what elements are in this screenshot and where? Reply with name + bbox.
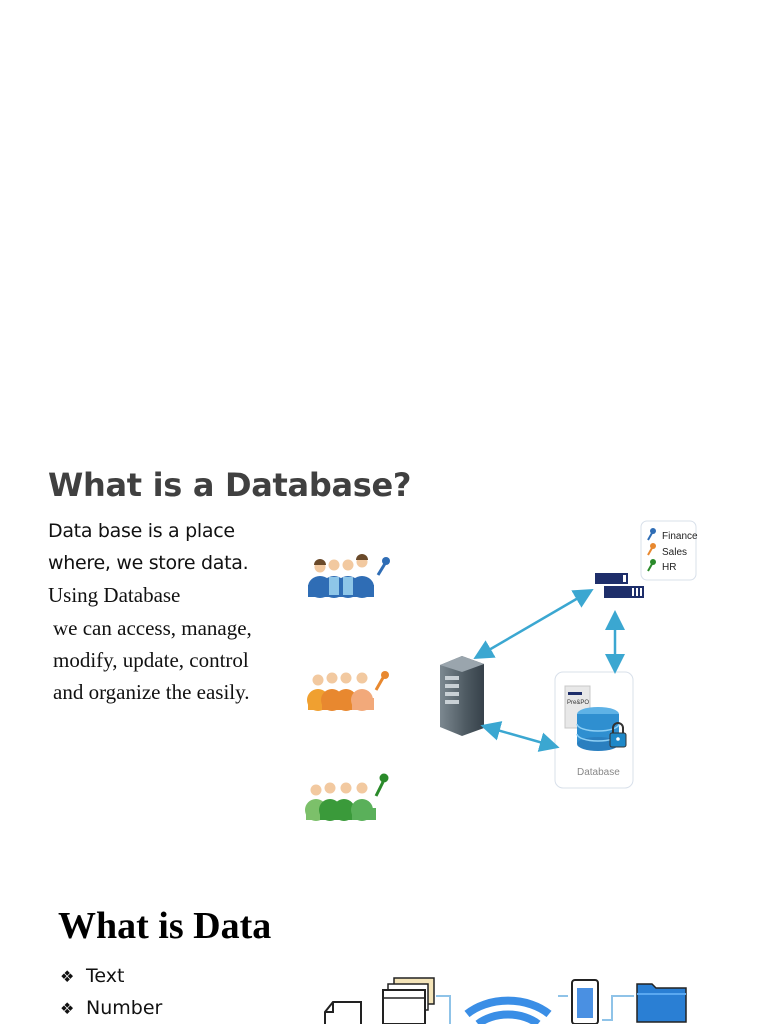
file-icon xyxy=(324,1001,362,1024)
bullet-item-number: ❖ Number xyxy=(60,997,162,1019)
database-label: Database xyxy=(577,767,620,778)
key-label-sales: Sales xyxy=(662,547,687,558)
key-icon-green xyxy=(647,559,656,572)
user-group-orange-icon xyxy=(307,671,389,711)
bullet-label: Text xyxy=(86,965,125,987)
key-label-hr: HR xyxy=(662,562,676,573)
rack-server-icon xyxy=(595,573,644,598)
text-line-4: we can access, manage, xyxy=(53,616,252,640)
text-line-3: Using Database xyxy=(48,583,181,607)
document-label: Pre&PO xyxy=(567,700,589,706)
text-line-2: where, we store data. xyxy=(48,552,249,574)
user-group-green-icon xyxy=(305,773,389,821)
key-icon-blue xyxy=(647,528,656,541)
bullet-label: Number xyxy=(86,997,163,1019)
connector-lines xyxy=(436,995,634,1024)
key-label-finance: Finance xyxy=(662,531,698,542)
access-keys-card: Finance Sales HR xyxy=(640,520,698,581)
folder-icon xyxy=(636,983,687,1023)
data-heading: What is Data xyxy=(58,905,272,947)
lock-icon xyxy=(609,722,627,748)
mobile-phone-icon xyxy=(571,979,599,1024)
database-heading: What is a Database? xyxy=(48,466,412,504)
text-line-6: and organize the easily. xyxy=(53,680,250,704)
folders-stack-icon xyxy=(382,977,435,1024)
user-group-blue-icon xyxy=(308,554,390,598)
document-icon: Pre&PO xyxy=(564,685,591,729)
bullet-item-text: ❖ Text xyxy=(60,965,124,987)
diamond-bullet-icon: ❖ xyxy=(60,999,75,1018)
database-cylinder-icon xyxy=(576,707,620,751)
database-card: Pre&PO Database xyxy=(554,671,634,789)
server-icon xyxy=(440,656,484,736)
text-line-5: modify, update, control xyxy=(53,648,249,672)
arrow-server-to-rack xyxy=(473,588,594,660)
arrow-server-to-database xyxy=(480,721,560,752)
text-line-1: Data base is a place xyxy=(48,520,235,542)
key-icon-orange xyxy=(647,543,656,556)
wifi-icon xyxy=(464,996,552,1024)
diamond-bullet-icon: ❖ xyxy=(60,967,75,986)
